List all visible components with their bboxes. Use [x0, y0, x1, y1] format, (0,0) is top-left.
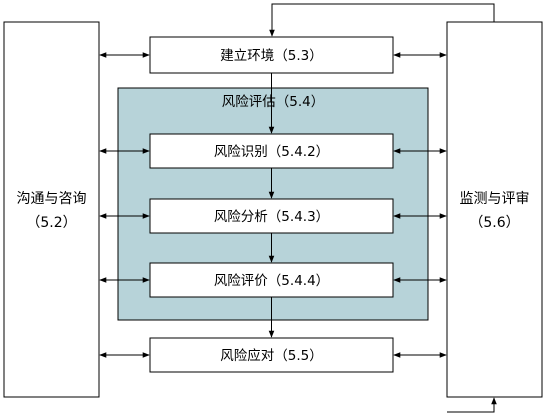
risk-analysis-box: 风险分析（5.4.3） [149, 198, 394, 234]
establish-context-label: 建立环境（5.3） [220, 48, 322, 64]
communication-consultation-label: 沟通与咨询 [17, 191, 87, 207]
right-link-arrows [393, 52, 447, 358]
risk-analysis-label: 风险分析（5.4.3） [214, 209, 329, 225]
risk-treatment-box: 风险应对（5.5） [149, 337, 394, 373]
risk-identification-label: 风险识别（5.4.2） [214, 144, 329, 160]
left-link-arrows [99, 52, 150, 358]
risk-evaluation-box: 风险评价（5.4.4） [149, 262, 394, 298]
feedback-loop-bottom [447, 397, 497, 413]
monitoring-review-code: （5.6） [469, 215, 519, 231]
monitoring-review-label: 监测与评审 [460, 191, 530, 207]
risk-assessment-title: 风险评估（5.4） [222, 94, 324, 110]
communication-consultation-code: （5.2） [26, 215, 76, 231]
risk-evaluation-label: 风险评价（5.4.4） [214, 273, 329, 289]
feedback-loop [269, 3, 497, 413]
risk-treatment-label: 风险应对（5.5） [220, 347, 322, 364]
risk-identification-box: 风险识别（5.4.2） [149, 133, 394, 169]
monitoring-review-box: 监测与评审 （5.6） [446, 21, 543, 398]
communication-consultation-box: 沟通与咨询 （5.2） [3, 21, 100, 398]
feedback-loop-top [269, 3, 495, 37]
establish-context-box: 建立环境（5.3） [149, 36, 394, 74]
